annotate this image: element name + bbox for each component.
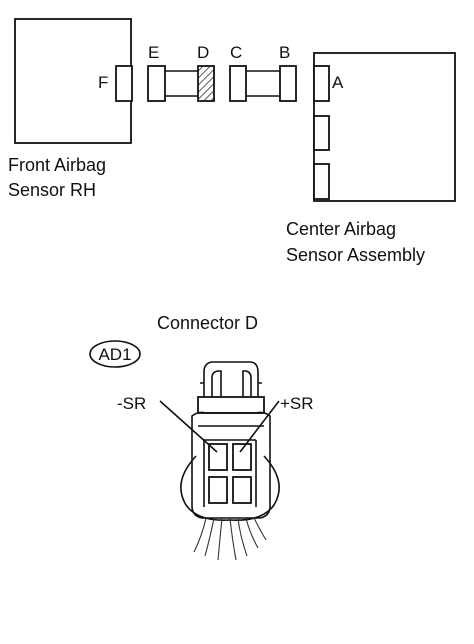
connector-c	[229, 65, 247, 102]
center-airbag-sensor-box	[313, 52, 456, 202]
center-sensor-caption-line1: Center Airbag	[286, 219, 396, 239]
front-sensor-caption-line1: Front Airbag	[8, 155, 106, 175]
connector-latch-base	[197, 396, 265, 414]
front-sensor-caption-line2: Sensor RH	[8, 180, 96, 200]
connector-a	[313, 65, 330, 102]
connector-latch	[203, 361, 259, 410]
terminal-plus-sr	[232, 443, 252, 471]
wire-harness	[193, 517, 267, 561]
connector-b	[279, 65, 297, 102]
connector-d-label: D	[197, 43, 209, 62]
connector-code-label: AD1	[98, 345, 131, 364]
terminal-4	[232, 476, 252, 504]
terminal-3	[208, 476, 228, 504]
connector-e-label: E	[148, 43, 159, 62]
connector-f-label: F	[98, 73, 108, 92]
pin-minus-sr-leader	[159, 400, 218, 453]
center-sensor-port-2	[313, 115, 330, 151]
connector-d-detail: Connector D AD1 -SR	[89, 313, 314, 561]
terminal-minus-sr	[208, 443, 228, 471]
pin-minus-sr-label: -SR	[117, 394, 146, 413]
connector-b-label: B	[279, 43, 290, 62]
connector-seal	[180, 455, 280, 522]
connector-e	[147, 65, 166, 102]
system-layout: F E D C B A Front Airbag Sensor RH Cente…	[8, 18, 456, 265]
connector-code-badge	[89, 340, 141, 368]
connector-housing	[191, 411, 271, 519]
connector-a-label: A	[332, 73, 344, 92]
pin-plus-sr-leader	[239, 400, 280, 453]
connector-d	[197, 65, 215, 102]
connector-f	[115, 65, 133, 102]
pin-plus-sr-label: +SR	[280, 394, 314, 413]
connector-c-label: C	[230, 43, 242, 62]
front-airbag-sensor-rh-box	[14, 18, 132, 144]
connector-view-title: Connector D	[157, 313, 258, 333]
center-sensor-caption-line2: Sensor Assembly	[286, 245, 425, 265]
center-sensor-port-3	[313, 163, 330, 200]
